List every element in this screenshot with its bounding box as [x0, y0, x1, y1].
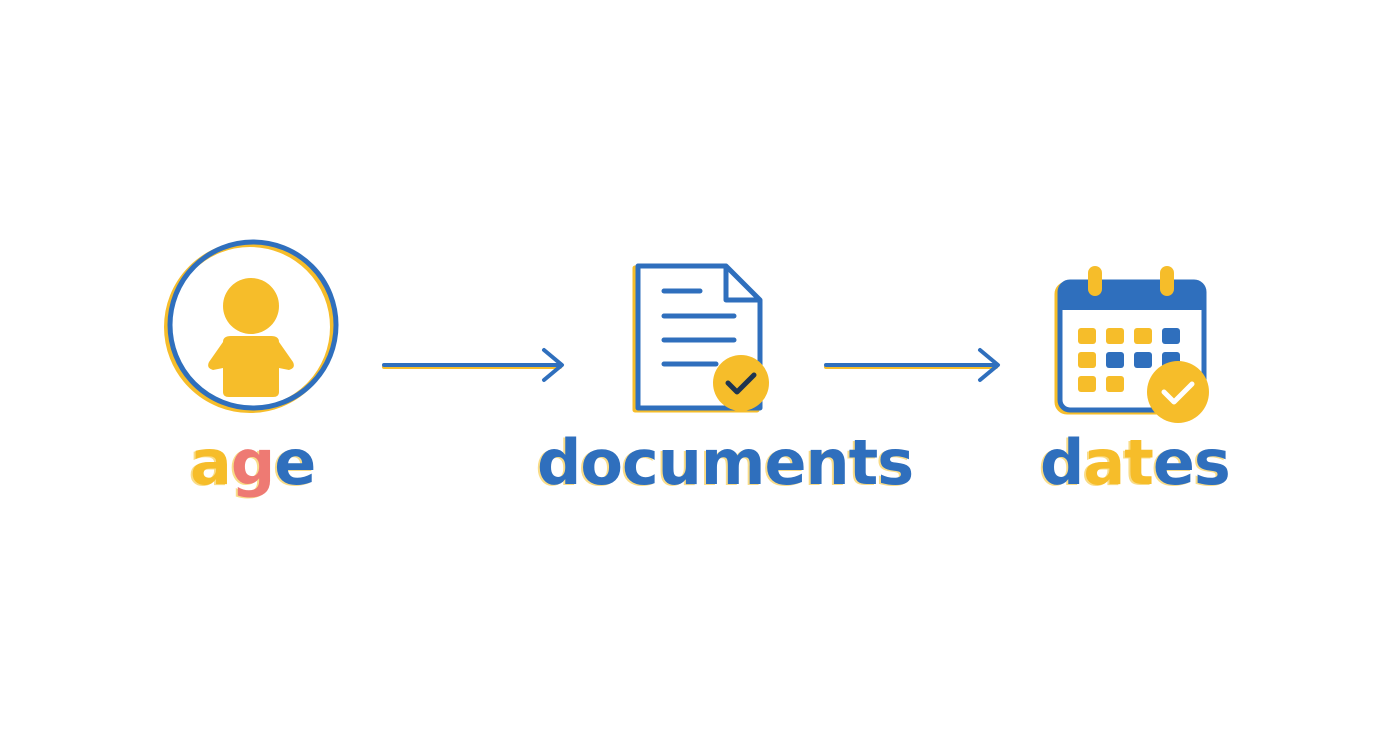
label-letter: es — [1152, 426, 1231, 499]
label-documents: documents — [537, 432, 914, 494]
person-circle-icon — [164, 239, 341, 413]
label-letter: g — [230, 426, 275, 499]
label-letter: a — [190, 426, 232, 499]
label-letter: e — [274, 426, 316, 499]
document-check-icon — [630, 258, 775, 418]
arrow-right-icon — [824, 346, 1004, 390]
arrow-right-icon — [382, 346, 568, 390]
label-dates: dates — [1040, 432, 1231, 494]
label-age: age — [190, 432, 316, 494]
label-letter: t — [1124, 426, 1154, 499]
label-letter: documents — [537, 426, 914, 499]
calendar-check-icon — [1054, 264, 1214, 429]
label-letter: d — [1040, 426, 1084, 499]
label-letter: a — [1083, 426, 1125, 499]
